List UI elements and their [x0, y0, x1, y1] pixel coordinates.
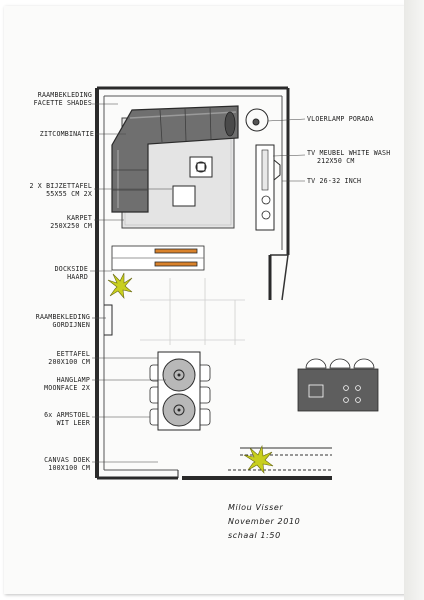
label-line: RAAMBEKLEDING: [35, 313, 90, 321]
label-line: MOONFACE 2X: [44, 384, 90, 392]
label-line: 6x ARMSTOEL: [44, 411, 90, 419]
tv-unit: [255, 144, 281, 231]
room-walls: [95, 86, 332, 480]
label-hanglamp: HANGLAMP MOONFACE 2X: [8, 376, 90, 392]
label-line: HAARD: [67, 273, 88, 281]
dining-set: [149, 351, 211, 431]
signature-name: Milou Visser: [228, 503, 284, 512]
label-line: 100X100 CM: [48, 464, 90, 472]
label-tv: TV 26-32 INCH: [307, 177, 362, 185]
label-line: KARPET: [66, 214, 92, 222]
floor-lamp: [245, 108, 269, 132]
signature-date: November 2010: [228, 517, 301, 526]
label-armstoel: 6x ARMSTOEL WIT LEER: [8, 411, 90, 427]
label-line: GORDIJNEN: [52, 321, 90, 329]
label-line: TV MEUBEL WHITE WASH: [307, 149, 391, 157]
plant-entrance: [243, 444, 274, 474]
leader-lines: [90, 103, 306, 463]
kitchen-island: [297, 358, 379, 412]
label-raambekleding-gordijnen: RAAMBEKLEDING GORDIJNEN: [8, 313, 90, 329]
label-line: HANGLAMP: [56, 376, 90, 384]
label-eettafel: EETTAFEL 200X100 CM: [8, 350, 90, 366]
paper-edge: [404, 0, 424, 600]
label-tv-meubel: TV MEUBEL WHITE WASH 212X50 CM: [307, 149, 390, 165]
plant-living: [107, 272, 133, 299]
label-line: 200X100 CM: [48, 358, 90, 366]
label-line: 212X50 CM: [317, 157, 355, 165]
label-raambekleding-shades: RAAMBEKLEDING FACETTE SHADES: [8, 91, 92, 107]
label-line: 2 X BIJZETTAFEL: [29, 182, 92, 190]
label-line: DOCKSIDE: [54, 265, 88, 273]
sofa: [111, 105, 239, 213]
label-bijzettafel: 2 X BIJZETTAFEL 55X55 CM 2X: [8, 182, 92, 198]
side-tables: [172, 156, 213, 207]
label-line: 55X55 CM 2X: [46, 190, 92, 198]
label-line: 250X250 CM: [50, 222, 92, 230]
label-vloerlamp: VLOERLAMP PORADA: [307, 115, 374, 123]
label-canvas-doek: CANVAS DOEK 100X100 CM: [8, 456, 90, 472]
label-line: EETTAFEL: [56, 350, 90, 358]
label-line: RAAMBEKLEDING: [37, 91, 92, 99]
label-line: WIT LEER: [56, 419, 90, 427]
label-line: CANVAS DOEK: [44, 456, 90, 464]
floor-grid: [140, 278, 245, 345]
label-karpet: KARPET 250X250 CM: [8, 214, 92, 230]
signature-scale: schaal 1:50: [228, 531, 281, 540]
label-dockside-haard: DOCKSIDE HAARD: [8, 265, 88, 281]
label-line: FACETTE SHADES: [33, 99, 92, 107]
label-zitcombinatie: ZITCOMBINATIE: [39, 130, 94, 138]
fireplace: [111, 245, 205, 271]
